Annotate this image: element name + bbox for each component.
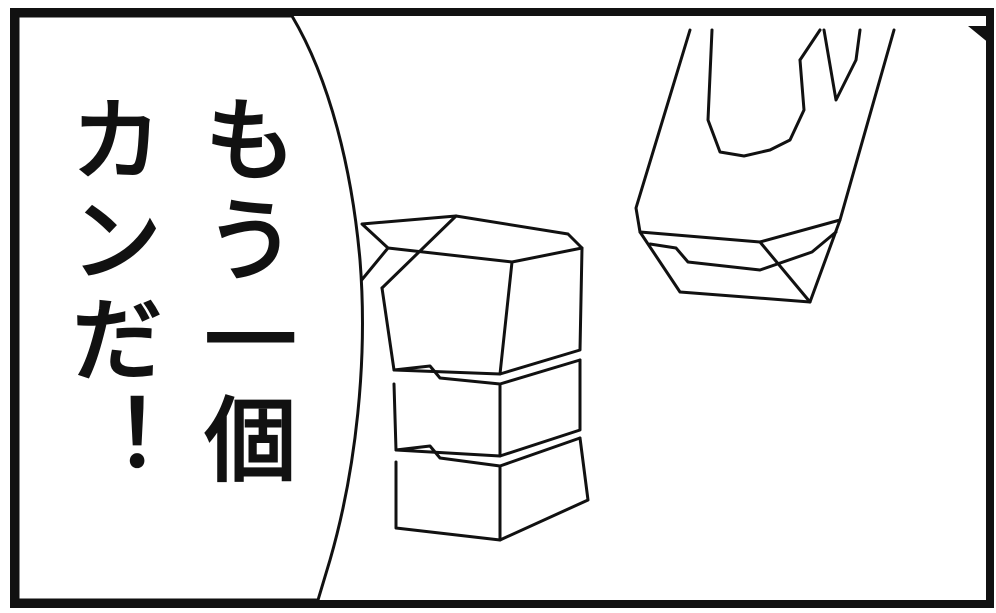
stacked-boxes [358, 214, 590, 542]
speech-bubble-shape [16, 14, 364, 602]
speech-text-line-2: カンだ！ [55, 92, 162, 492]
speech-text-line-1: もう一個 [189, 92, 296, 492]
held-box [634, 28, 896, 304]
corner-mark [968, 26, 990, 44]
